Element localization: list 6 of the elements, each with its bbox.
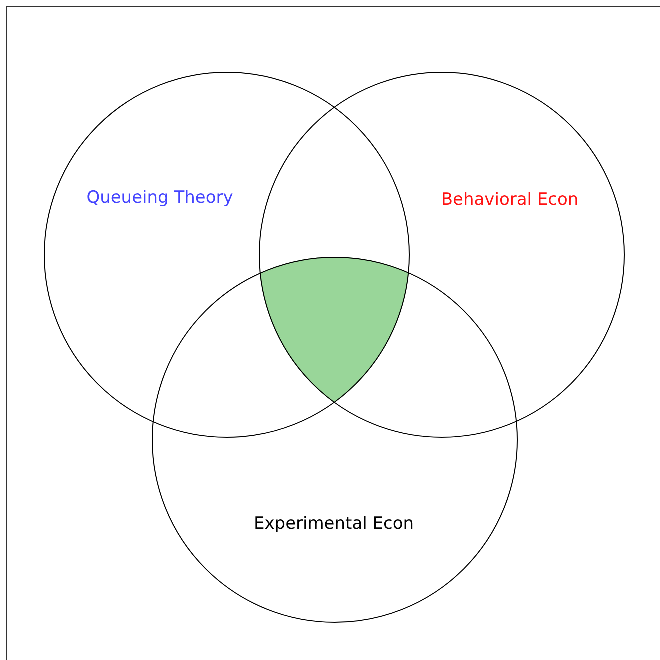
venn-circle [152, 257, 518, 623]
venn-circle [259, 72, 625, 438]
set-label: Experimental Econ [254, 514, 414, 534]
set-label: Queueing Theory [86, 188, 234, 208]
set-label: Behavioral Econ [441, 190, 579, 210]
venn-circle [44, 72, 410, 438]
